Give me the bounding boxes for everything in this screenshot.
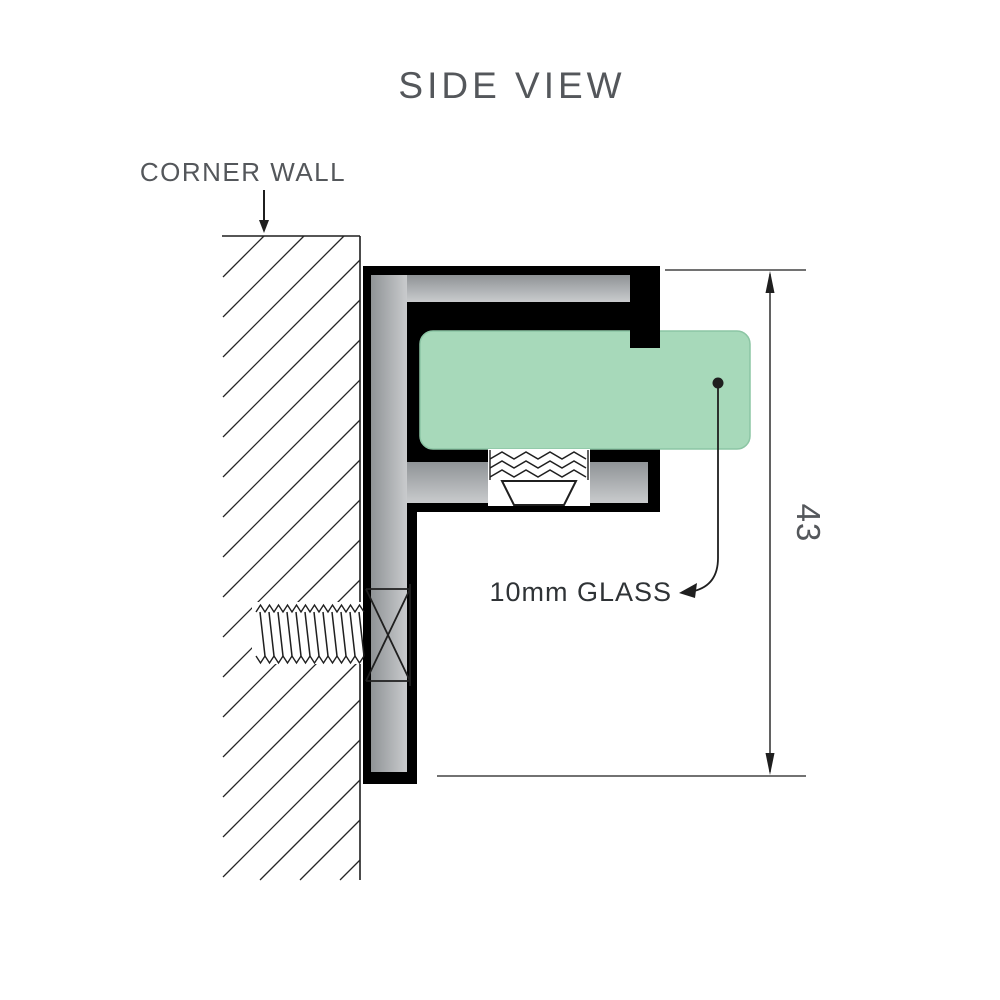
wall <box>222 235 361 881</box>
screw-thread-top <box>255 603 365 614</box>
glass-label: 10mm GLASS <box>489 577 672 607</box>
page-title: SIDE VIEW <box>398 65 625 106</box>
dimension-43: 43 <box>437 269 827 777</box>
screw-thread-flanks <box>259 611 365 657</box>
leader-dot <box>712 377 724 389</box>
glass-leader-arrow <box>679 377 724 598</box>
wall-hatching <box>222 235 361 881</box>
grub-screw-tip <box>500 480 578 506</box>
dimension-arrow-down-icon <box>765 753 775 775</box>
bracket-spine-face <box>371 275 407 772</box>
dimension-arrow-up-icon <box>765 271 775 293</box>
corner-wall-arrow-icon <box>259 190 269 233</box>
corner-wall-label: CORNER WALL <box>140 157 346 187</box>
bracket-lip <box>630 266 660 348</box>
glass-panel <box>419 330 751 450</box>
mounting-screw <box>255 584 411 686</box>
dimension-label: 43 <box>790 504 827 543</box>
leader-arrowhead-icon <box>679 583 697 598</box>
screw-head-section <box>365 584 411 686</box>
bracket-top-arm-face <box>371 275 630 302</box>
grub-screw <box>488 449 590 506</box>
